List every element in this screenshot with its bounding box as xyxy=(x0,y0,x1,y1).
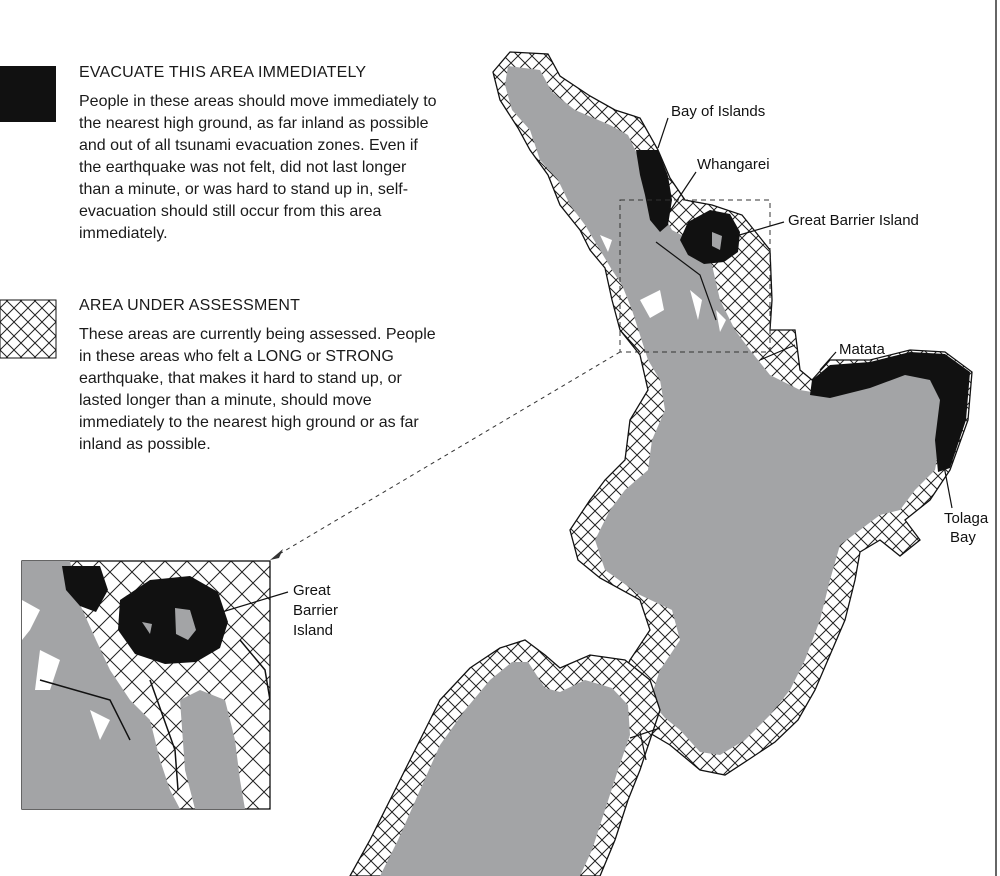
inset-reference-box xyxy=(619,199,771,353)
label-whangarei: Whangarei xyxy=(697,156,770,173)
inset-label-great: Great xyxy=(293,582,331,599)
assessment-legend-swatch xyxy=(0,299,57,359)
south-island-land xyxy=(380,662,630,876)
inset-label-island: Island xyxy=(293,622,334,639)
evacuate-legend-swatch xyxy=(0,66,56,122)
inset-connector-line xyxy=(275,351,621,557)
label-great-barrier-island: Great Barrier Island xyxy=(788,212,919,229)
great-barrier-evacuation-zone xyxy=(680,210,740,264)
bay-of-islands-evacuation-zone xyxy=(636,150,672,232)
label-tolaga: Tolaga xyxy=(944,510,989,527)
assessment-legend-description: These areas are currently being assessed… xyxy=(79,326,436,453)
inset-great-barrier-evacuation-zone xyxy=(118,576,228,664)
north-island-land xyxy=(505,66,948,755)
evacuate-legend-title: EVACUATE THIS AREA IMMEDIATELY xyxy=(79,64,367,81)
bay-of-plenty-evacuation-zone xyxy=(810,352,970,472)
evacuate-legend-description: People in these areas should move immedi… xyxy=(79,93,437,242)
label-tolaga-bay: Bay xyxy=(950,529,976,546)
label-bay-of-islands: Bay of Islands xyxy=(671,103,766,120)
inset-map xyxy=(21,560,289,810)
inset-label-leader xyxy=(221,591,289,613)
label-matata: Matata xyxy=(839,341,885,358)
inset-arrowhead xyxy=(270,549,283,560)
inset-label-barrier: Barrier xyxy=(293,602,339,619)
assessment-legend-title: AREA UNDER ASSESSMENT xyxy=(79,297,301,314)
